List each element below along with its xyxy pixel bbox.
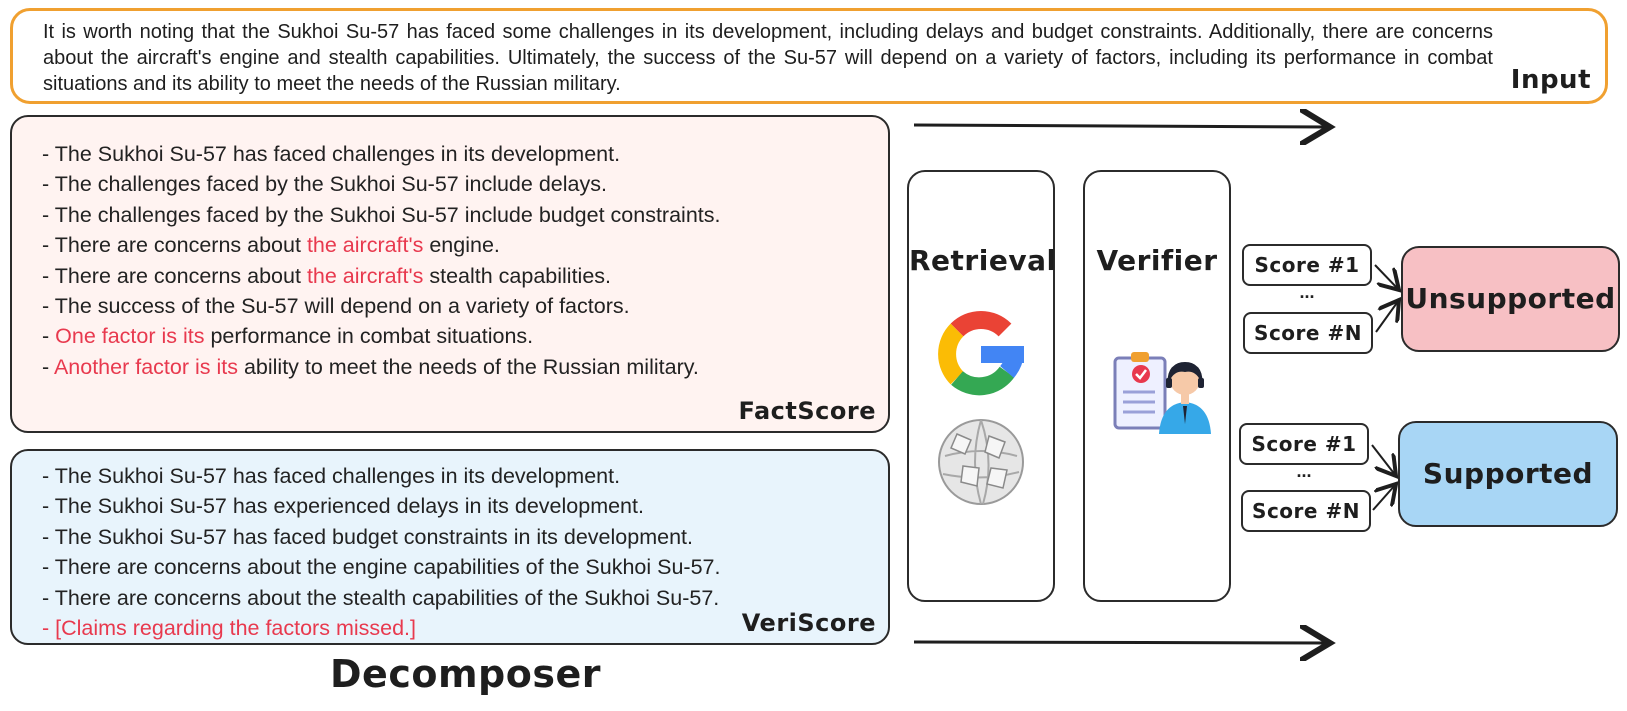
veriscore-claim: - The Sukhoi Su-57 has faced budget cons… <box>42 524 693 549</box>
verifier-label: Verifier <box>1096 244 1218 277</box>
highlighted-phrase: Another factor is its <box>53 354 238 379</box>
factscore-panel: - The Sukhoi Su-57 has faced challenges … <box>10 115 890 433</box>
arrow-score-supported-1 <box>1371 444 1396 476</box>
veriscore-claim: - The Sukhoi Su-57 has faced challenges … <box>42 464 621 488</box>
arrow-score-unsupported-1 <box>1374 264 1399 290</box>
veriscore-claims: - The Sukhoi Su-57 has faced challenges … <box>42 461 720 643</box>
veriscore-panel: - The Sukhoi Su-57 has faced challenges … <box>10 449 890 645</box>
veriscore-claim: - The Sukhoi Su-57 has experienced delay… <box>42 494 644 519</box>
highlighted-phrase: the aircraft's <box>306 263 424 288</box>
factscore-label: FactScore <box>738 397 876 425</box>
google-logo-icon <box>938 311 1024 396</box>
input-text: It is worth noting that the Sukhoi Su-57… <box>43 21 1493 95</box>
score-last-bottom: Score #N <box>1241 490 1371 532</box>
arrow-score-supported-2 <box>1372 484 1396 511</box>
factscore-claim: - The Sukhoi Su-57 has faced challenges … <box>42 142 621 166</box>
arrow-bottom <box>913 642 1330 643</box>
verifier-column: Verifier <box>1083 170 1231 602</box>
veriscore-claim: - There are concerns about the engine ca… <box>42 555 721 580</box>
input-box: It is worth noting that the Sukhoi Su-57… <box>10 8 1608 104</box>
highlighted-phrase: One factor is its <box>55 324 205 349</box>
missed-claims-note: - [Claims regarding the factors missed.] <box>42 616 416 641</box>
factscore-claim: - The challenges faced by the Sukhoi Su-… <box>42 172 607 197</box>
decomposer-label: Decomposer <box>330 652 601 696</box>
score-first-bottom: Score #1 <box>1239 423 1369 465</box>
arrow-top <box>913 125 1330 127</box>
score-last-top: Score #N <box>1243 312 1373 354</box>
input-label: Input <box>1510 65 1591 95</box>
wikipedia-globe-icon <box>938 419 1024 505</box>
highlighted-phrase: the aircraft's <box>306 233 424 258</box>
score-ellipsis-top: ... <box>1299 282 1315 302</box>
veriscore-label: VeriScore <box>741 609 876 637</box>
factscore-claim: - The success of the Su-57 will depend o… <box>42 294 630 319</box>
veriscore-claim: - There are concerns about the stealth c… <box>42 585 720 610</box>
factscore-claim: - One factor is its performance in comba… <box>42 324 534 349</box>
unsupported-result: Unsupported <box>1401 246 1620 352</box>
factscore-claim: - There are concerns about the aircraft'… <box>42 233 500 258</box>
factscore-claims: - The Sukhoi Su-57 has faced challenges … <box>42 139 720 382</box>
score-first-top: Score #1 <box>1242 244 1372 286</box>
factscore-claim: - There are concerns about the aircraft'… <box>42 263 612 288</box>
factscore-claim: - The challenges faced by the Sukhoi Su-… <box>42 202 721 227</box>
score-ellipsis-bottom: ... <box>1296 461 1312 481</box>
retrieval-column: Retrieval <box>907 170 1057 602</box>
supported-result: Supported <box>1398 421 1618 527</box>
verifier-person-icon <box>1113 352 1211 434</box>
retrieval-label: Retrieval <box>909 244 1057 277</box>
arrow-score-unsupported-2 <box>1375 300 1399 333</box>
factscore-claim: - Another factor is its ability to meet … <box>42 354 699 379</box>
